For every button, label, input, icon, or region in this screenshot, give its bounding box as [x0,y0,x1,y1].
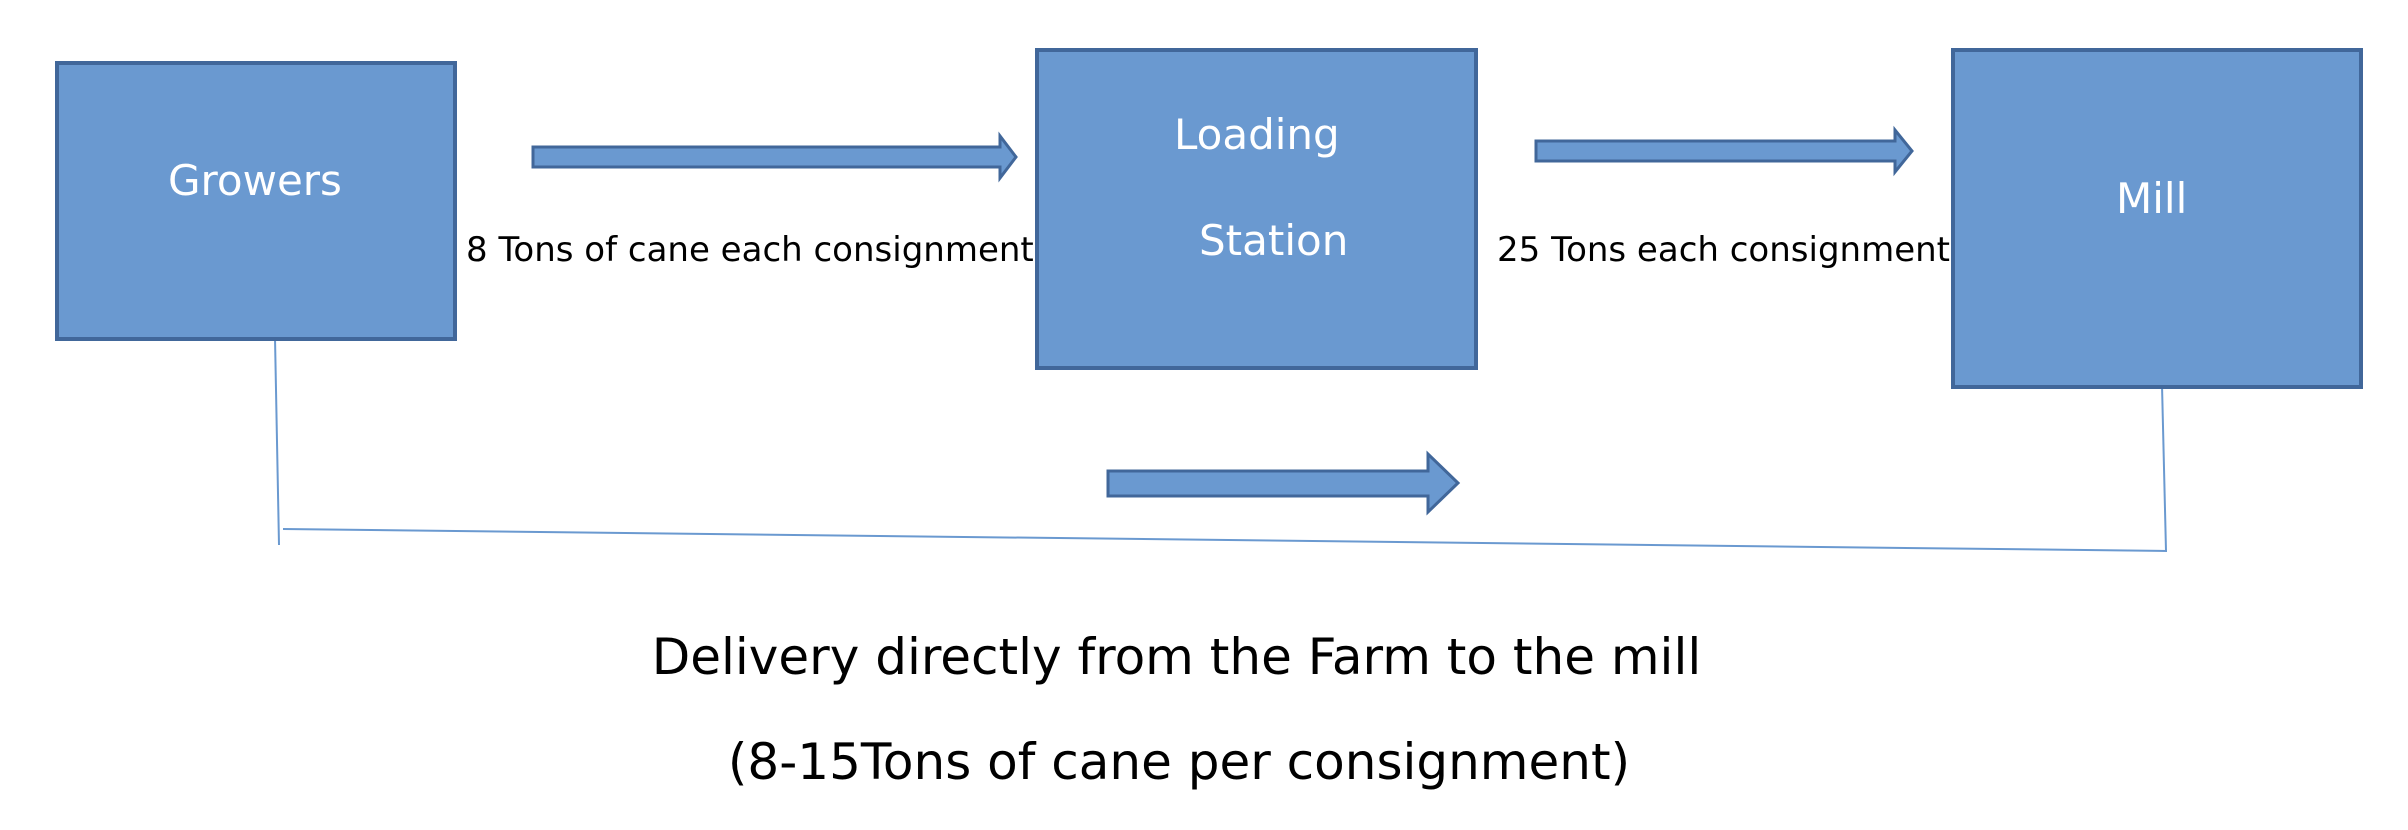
node-loading-station-label-line1: Loading [1174,110,1340,159]
node-mill-label: Mill [2116,174,2188,223]
connector-growers-down [274,337,280,546]
node-loading-station-label-line2: Station [1199,216,1349,265]
arrow-loading-to-mill [1534,125,1914,177]
arrow-direct-delivery [1106,450,1461,516]
direct-delivery-quantity: (8-15Tons of cane per consignment) [727,733,1631,791]
direct-delivery-caption: Delivery directly from the Farm to the m… [651,628,1702,686]
node-loading-station [1035,48,1478,370]
connector-bottom-across [282,528,2168,552]
node-growers-label: Growers [168,156,342,205]
connector-mill-down [2161,384,2167,552]
edge-label-loading-to-mill: 25 Tons each consignment [1497,230,1950,270]
node-growers [55,61,457,341]
edge-label-growers-to-loading: 8 Tons of cane each consignment [466,230,1034,270]
node-mill [1951,48,2363,389]
arrow-growers-to-loading [531,131,1018,183]
